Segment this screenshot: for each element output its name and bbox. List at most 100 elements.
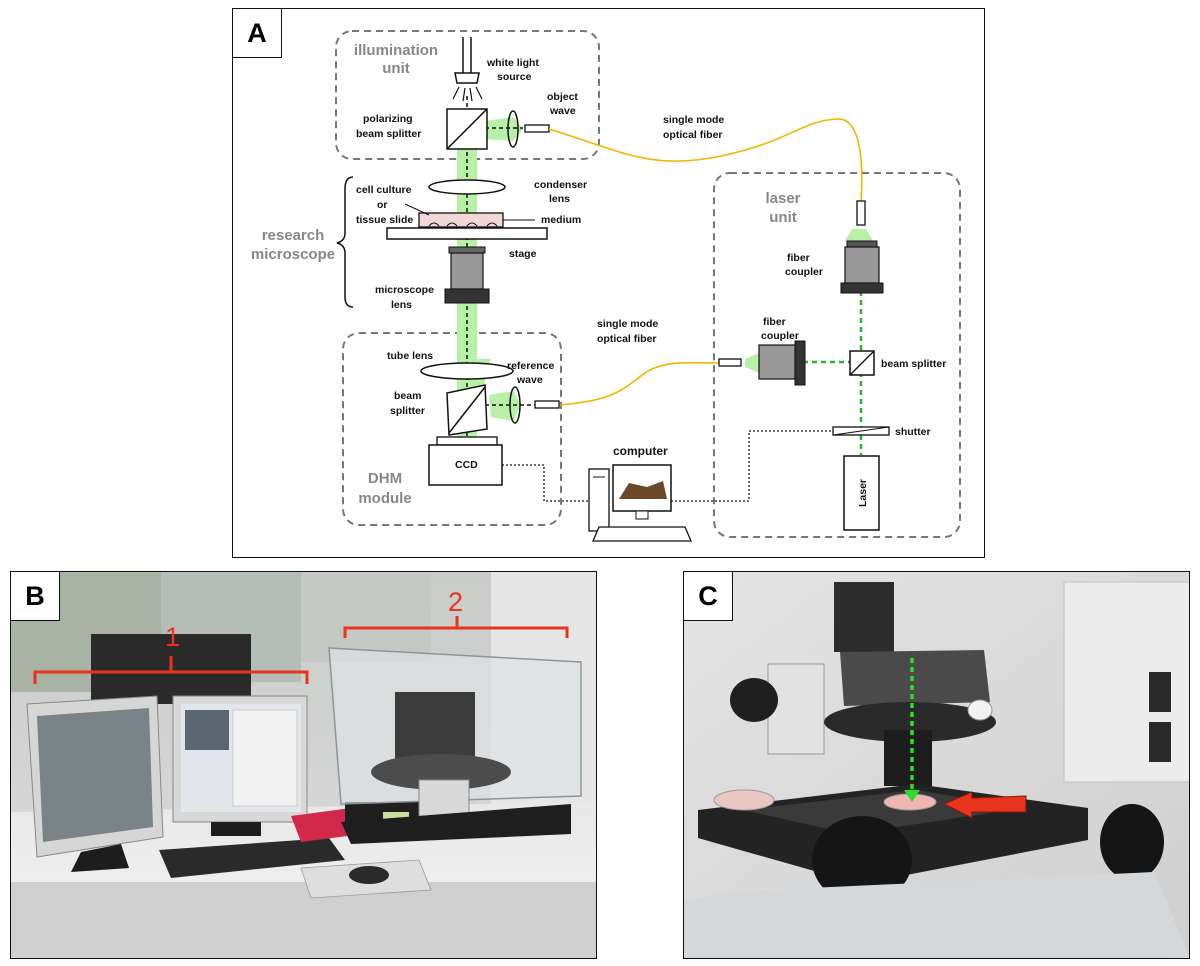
light-rays <box>452 86 483 102</box>
coupling-lens-top <box>507 110 519 148</box>
label-microscope-lens: microscope <box>375 284 434 296</box>
optical-breadboard <box>341 804 571 844</box>
cells <box>428 222 498 227</box>
lab-setup-photo: 1 2 <box>11 572 596 958</box>
keyboard <box>159 838 345 878</box>
label-single-mode-mid: single mode <box>597 318 658 330</box>
label-stage: stage <box>509 248 537 260</box>
label-beam-splitter-laser: beam splitter <box>881 358 946 370</box>
dhm-setup-diagram: illumination unit laser unit research mi… <box>251 30 961 542</box>
microscope-stage <box>386 227 548 240</box>
label-white-light: white light <box>486 57 539 69</box>
ccd-camera <box>428 444 503 486</box>
label-fiber-top: fiber <box>787 252 810 264</box>
label-object: object <box>547 91 578 103</box>
fiber-coupler-top <box>844 246 880 284</box>
microscope-arm <box>767 663 825 755</box>
xy-stage-top <box>840 650 990 706</box>
mouse <box>349 866 389 884</box>
monitor-image <box>619 481 667 499</box>
label-tissue-slide: tissue slide <box>356 214 413 226</box>
label-polarizing: polarizing <box>363 113 413 125</box>
reference-lens <box>509 386 521 424</box>
label-condenser: condenser <box>534 179 587 191</box>
stage-knob-front <box>812 816 912 904</box>
label-coupler-mid: coupler <box>761 330 799 342</box>
panel-letter-a: A <box>233 9 282 58</box>
bracket-2-label: 2 <box>448 587 463 617</box>
bracket-1-label: 1 <box>165 622 180 652</box>
label-medium: medium <box>541 214 581 226</box>
label-single-mode-top: single mode <box>663 114 724 126</box>
label-or: or <box>377 199 388 211</box>
petri-dish-left <box>713 789 775 811</box>
computer-shutter-cable <box>671 430 833 502</box>
panel-letter-c: C <box>684 572 733 621</box>
microscope-head <box>395 692 475 762</box>
object-wave-beam <box>485 117 523 141</box>
label-optical-fiber-mid: optical fiber <box>597 333 657 345</box>
label-microscope: microscope <box>251 246 335 263</box>
enclosure-wall <box>1063 581 1189 783</box>
label-wave-reference: wave <box>516 374 543 386</box>
panel-a-dhm-schematic: A <box>232 8 985 558</box>
condenser-lens <box>428 179 506 195</box>
label-source: source <box>497 71 532 83</box>
fiber-end-laser <box>856 200 866 226</box>
label-splitter-dhm: splitter <box>390 405 425 417</box>
objective-closeup <box>884 730 932 786</box>
research-microscope-brace <box>336 176 354 308</box>
tube-lens <box>420 362 514 380</box>
objective-turret <box>824 702 996 742</box>
fiber-end-top <box>524 124 550 133</box>
single-mode-fiber-top <box>548 118 863 202</box>
stage-knob-right <box>1100 804 1164 880</box>
label-beam-dhm: beam <box>394 390 421 402</box>
label-illumination-unit: unit <box>382 60 410 77</box>
fiber-end-reference <box>534 400 560 409</box>
white-light-lamp <box>454 72 480 84</box>
left-monitor-screen <box>37 708 153 842</box>
label-optical-fiber-top: optical fiber <box>663 129 723 141</box>
label-beam-splitter-pol: beam splitter <box>356 128 421 140</box>
label-lens-condenser: lens <box>549 193 570 205</box>
objective-top <box>448 246 486 254</box>
label-fiber-mid: fiber <box>763 316 786 328</box>
single-mode-fiber-mid <box>558 361 720 406</box>
ccd-computer-cable <box>502 464 589 502</box>
base-plate <box>684 872 1189 958</box>
label-dhm: DHM <box>368 470 402 487</box>
computer-tower <box>588 468 610 532</box>
panel-letter-b: B <box>11 572 60 621</box>
cell-culture-dish <box>418 212 504 228</box>
upper-optics <box>834 582 894 652</box>
fiber-end-coupler-mid <box>718 358 742 367</box>
panel-b-lab-photo: B <box>10 571 597 959</box>
label-illumination: illumination <box>354 42 438 59</box>
label-wave-object: wave <box>549 105 576 117</box>
fiber-coupler-top-beam <box>845 229 873 241</box>
red-arrow-indicator <box>942 791 1027 819</box>
label-coupler-top: coupler <box>785 266 823 278</box>
microscope-closeup-photo <box>684 572 1189 958</box>
label-research: research <box>262 227 325 244</box>
microscope-stage-photo <box>371 754 511 790</box>
label-shutter: shutter <box>895 426 931 438</box>
focus-knob <box>730 678 778 722</box>
label-laser-unit: unit <box>769 209 797 226</box>
label-reference: reference <box>507 360 554 372</box>
fiber-coupler-mid <box>758 344 796 380</box>
red-brackets <box>33 616 569 684</box>
panel-c-closeup-photo: C <box>683 571 1190 959</box>
microscope-objective <box>450 252 484 290</box>
label-laser: laser <box>765 190 800 207</box>
laser-box <box>843 455 880 531</box>
fiber-coupler-mid-beam <box>745 353 759 373</box>
label-cell-culture: cell culture <box>356 184 412 196</box>
laser-unit-box <box>713 172 961 538</box>
label-tube-lens: tube lens <box>387 350 433 362</box>
label-ccd: CCD <box>455 459 478 471</box>
label-lens-microscope: lens <box>391 299 412 311</box>
label-computer: computer <box>613 444 668 458</box>
label-laser-box: Laser <box>857 479 869 507</box>
